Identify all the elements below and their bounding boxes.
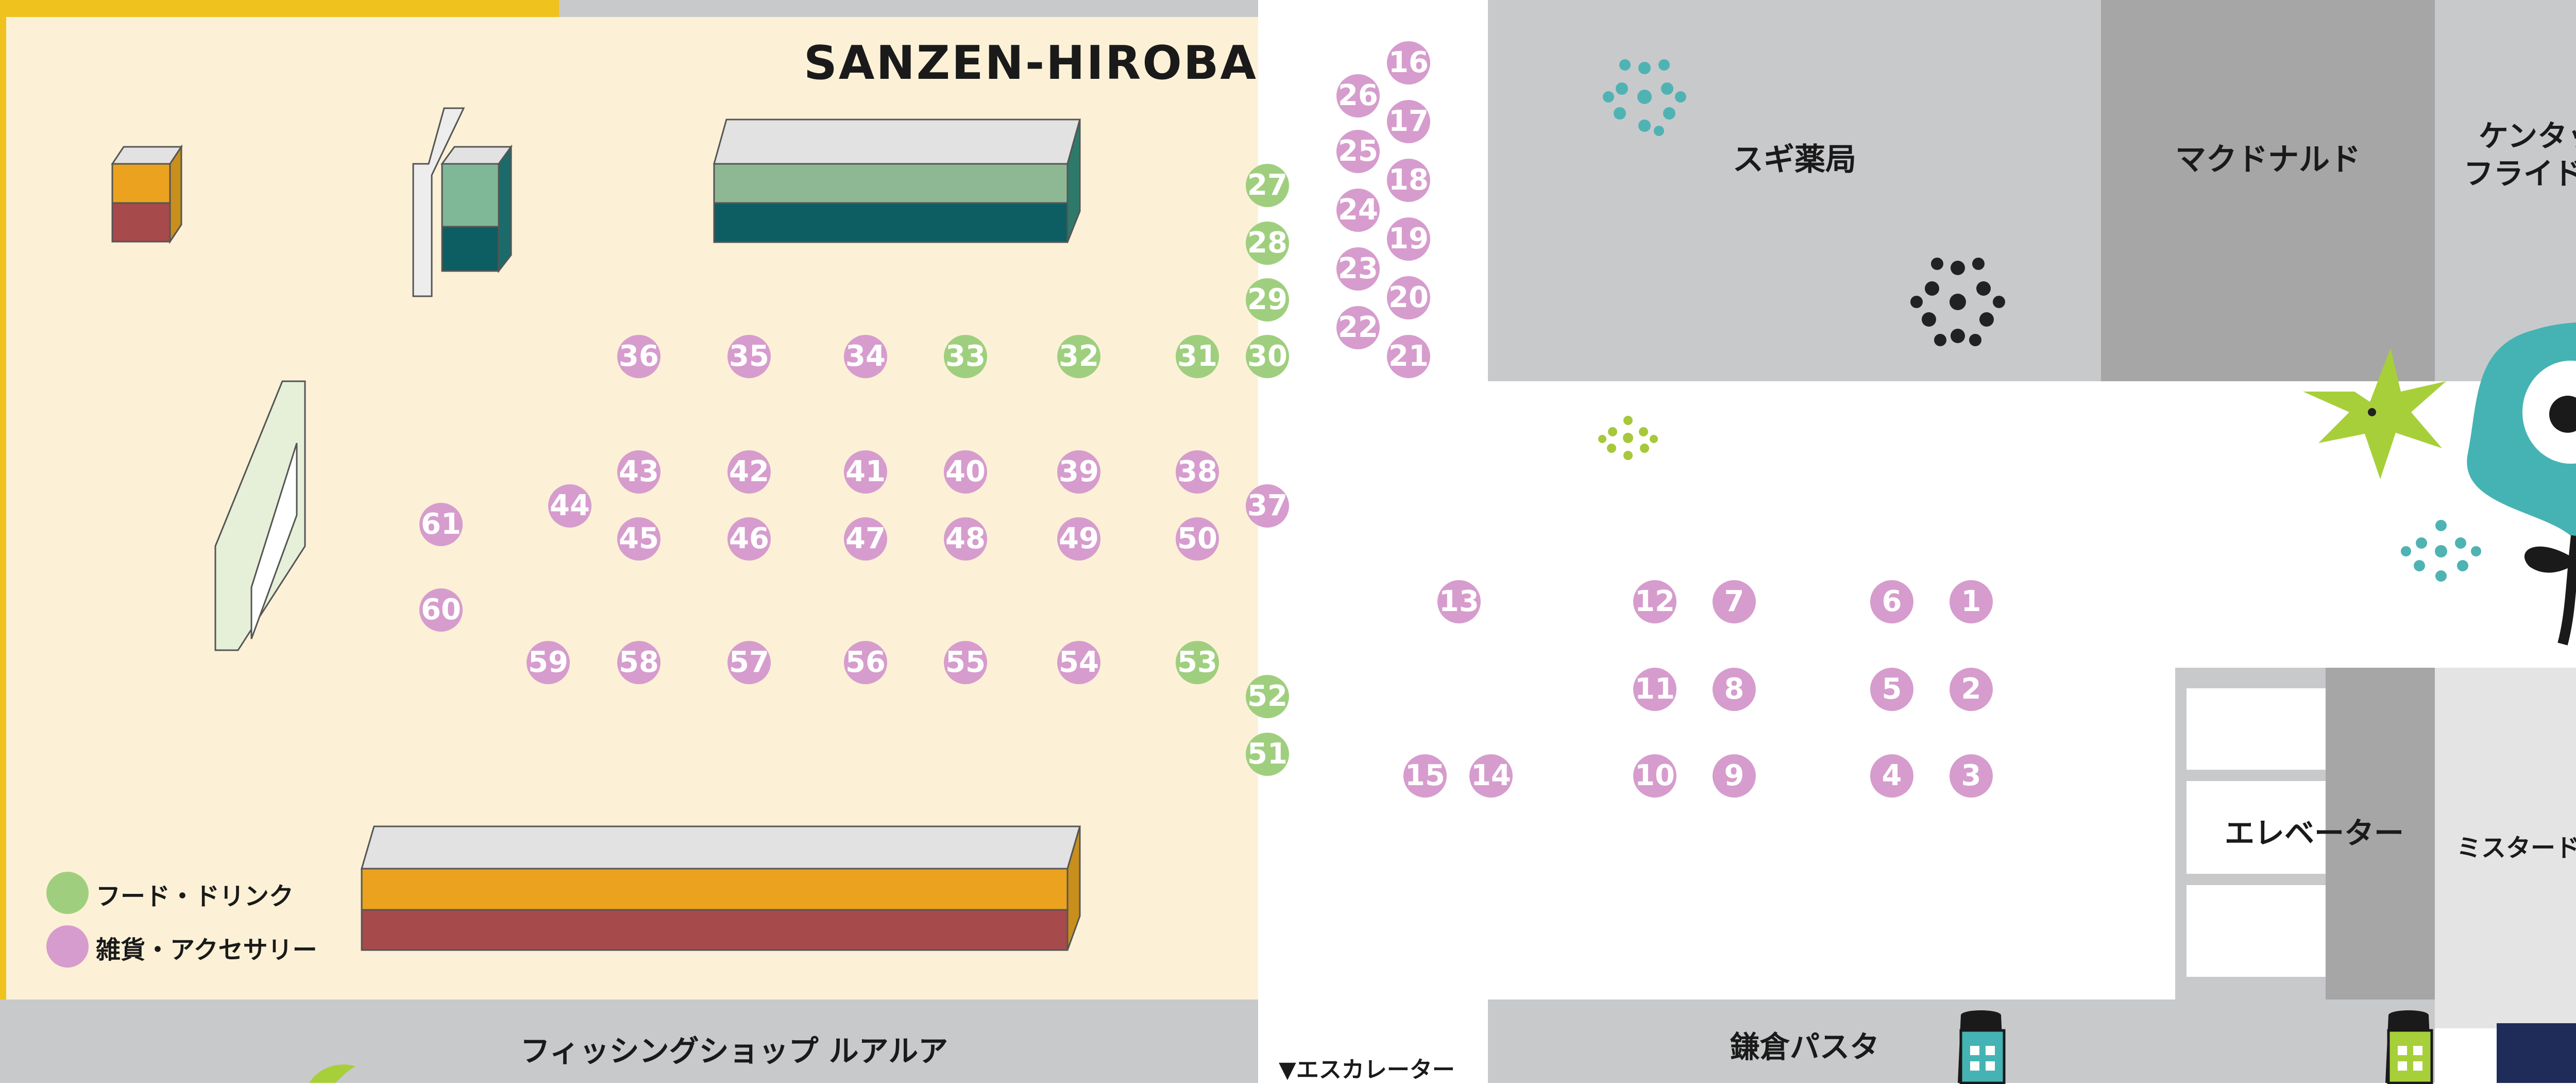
store-mcdonalds[interactable]: マクドナルド — [2101, 0, 2435, 381]
stall-marker-58[interactable]: 58 — [617, 641, 660, 684]
black-dot-flower-icon — [1910, 258, 2005, 346]
teal-dot-flower-icon — [1603, 59, 1686, 136]
stall-marker-55[interactable]: 55 — [944, 641, 987, 684]
elevator-divider-1 — [2175, 770, 2326, 781]
stall-marker-25[interactable]: 25 — [1336, 130, 1380, 173]
stall-marker-41[interactable]: 41 — [844, 450, 887, 494]
stall-marker-54[interactable]: 54 — [1057, 641, 1100, 684]
stall-marker-51[interactable]: 51 — [1246, 733, 1289, 776]
store-fishing-shop[interactable]: フィッシングショップ ルアルア — [0, 1000, 1258, 1083]
plaza-furniture — [111, 107, 1081, 951]
stall-marker-36[interactable]: 36 — [617, 335, 660, 378]
stall-marker-27[interactable]: 27 — [1246, 164, 1289, 207]
lime-dot-flower-icon — [1598, 416, 1658, 460]
stall-marker-45[interactable]: 45 — [617, 517, 660, 561]
escalator-label[interactable]: ▼エスカレーター — [1279, 1057, 1455, 1083]
stall-marker-13[interactable]: 13 — [1437, 580, 1481, 623]
stall-marker-20[interactable]: 20 — [1387, 276, 1430, 319]
stall-marker-16[interactable]: 16 — [1387, 41, 1430, 84]
store-mcdonalds-label: マクドナルド — [2175, 141, 2361, 178]
stall-marker-8[interactable]: 8 — [1713, 668, 1756, 711]
stall-marker-18[interactable]: 18 — [1387, 159, 1430, 202]
stall-marker-11[interactable]: 11 — [1633, 668, 1676, 711]
teal-small-dot-flower-icon — [2401, 520, 2481, 582]
stall-marker-5[interactable]: 5 — [1870, 668, 1913, 711]
stall-marker-40[interactable]: 40 — [944, 450, 987, 494]
stall-marker-15[interactable]: 15 — [1403, 754, 1447, 798]
stall-marker-42[interactable]: 42 — [727, 450, 771, 494]
stall-marker-32[interactable]: 32 — [1057, 335, 1100, 378]
stall-marker-4[interactable]: 4 — [1870, 754, 1913, 798]
store-sugi-label: スギ薬局 — [1733, 141, 1856, 178]
stall-marker-19[interactable]: 19 — [1387, 217, 1430, 261]
stall-marker-12[interactable]: 12 — [1633, 580, 1676, 623]
stall-marker-28[interactable]: 28 — [1246, 222, 1289, 265]
stall-marker-44[interactable]: 44 — [548, 484, 591, 528]
stall-marker-1[interactable]: 1 — [1950, 580, 1993, 623]
stall-marker-6[interactable]: 6 — [1870, 580, 1913, 623]
stall-marker-35[interactable]: 35 — [727, 335, 771, 378]
stall-marker-59[interactable]: 59 — [527, 641, 570, 684]
store-sugi-pharmacy[interactable]: スギ薬局 — [1488, 0, 2101, 381]
stall-marker-46[interactable]: 46 — [727, 517, 771, 561]
legend-food-label: フード・ドリンク — [96, 882, 294, 911]
stall-marker-48[interactable]: 48 — [944, 517, 987, 561]
plaza-edge-strip — [0, 0, 6, 1000]
stall-marker-33[interactable]: 33 — [944, 335, 987, 378]
elevator-dark-wall — [2326, 668, 2435, 1001]
floor-banner — [0, 0, 559, 17]
legend-food-dot — [46, 872, 89, 914]
store-kfc-label-1: ケンタッキー — [2478, 118, 2576, 154]
stall-marker-60[interactable]: 60 — [419, 588, 463, 632]
stall-marker-10[interactable]: 10 — [1633, 754, 1676, 798]
stall-marker-47[interactable]: 47 — [844, 517, 887, 561]
stall-marker-61[interactable]: 61 — [419, 503, 463, 546]
plaza-title: SANZEN-HIROBA — [804, 36, 1258, 90]
stall-marker-29[interactable]: 29 — [1246, 278, 1289, 321]
legend-goods-dot — [46, 925, 89, 968]
store-fishing-label: フィッシングショップ ルアルア — [520, 1034, 948, 1069]
store-mister-donut[interactable]: ミスタードーナッツ — [2435, 668, 2576, 1028]
tower-building-icon — [1958, 1010, 2006, 1084]
stall-marker-9[interactable]: 9 — [1713, 754, 1756, 798]
green-star-flower-icon — [2303, 348, 2446, 479]
stall-marker-14[interactable]: 14 — [1469, 754, 1513, 798]
stall-marker-23[interactable]: 23 — [1336, 247, 1380, 291]
stall-marker-3[interactable]: 3 — [1950, 754, 1993, 798]
stall-marker-38[interactable]: 38 — [1176, 450, 1219, 494]
stall-marker-2[interactable]: 2 — [1950, 668, 1993, 711]
elevator-shaft — [2187, 688, 2326, 977]
elevator-divider-2 — [2175, 874, 2326, 885]
top-corridor-strip — [559, 0, 1258, 17]
store-kfc[interactable]: ケンタッキー フライドチキン — [2435, 0, 2576, 381]
stall-marker-43[interactable]: 43 — [617, 450, 660, 494]
stall-marker-53[interactable]: 53 — [1176, 641, 1219, 684]
stall-marker-57[interactable]: 57 — [727, 641, 771, 684]
legend-goods-label: 雑貨・アクセサリー — [96, 936, 317, 964]
stall-marker-37[interactable]: 37 — [1246, 484, 1289, 528]
stall-marker-39[interactable]: 39 — [1057, 450, 1100, 494]
stall-marker-24[interactable]: 24 — [1336, 189, 1380, 232]
teal-big-flower-icon — [2467, 322, 2576, 646]
stall-marker-34[interactable]: 34 — [844, 335, 887, 378]
qr-code-block — [2497, 1023, 2576, 1083]
stall-marker-26[interactable]: 26 — [1336, 74, 1380, 117]
stall-marker-49[interactable]: 49 — [1057, 517, 1100, 561]
stall-marker-22[interactable]: 22 — [1336, 306, 1380, 349]
stall-marker-30[interactable]: 30 — [1246, 335, 1289, 378]
green-leaf-icon — [309, 1064, 355, 1083]
elevator-label: エレベーター — [2225, 816, 2404, 851]
stall-marker-56[interactable]: 56 — [844, 641, 887, 684]
stall-marker-52[interactable]: 52 — [1246, 675, 1289, 718]
store-mister-donut-label: ミスタードーナッツ — [2456, 834, 2576, 862]
stall-marker-31[interactable]: 31 — [1176, 335, 1219, 378]
tower-building-2-icon — [2385, 1010, 2433, 1084]
stall-marker-21[interactable]: 21 — [1387, 335, 1430, 378]
stall-marker-17[interactable]: 17 — [1387, 100, 1430, 143]
stall-marker-50[interactable]: 50 — [1176, 517, 1219, 561]
stall-marker-7[interactable]: 7 — [1713, 580, 1756, 623]
store-pasta-label: 鎌倉パスタ — [1730, 1029, 1880, 1064]
store-kfc-label-2: フライドチキン — [2463, 156, 2576, 191]
